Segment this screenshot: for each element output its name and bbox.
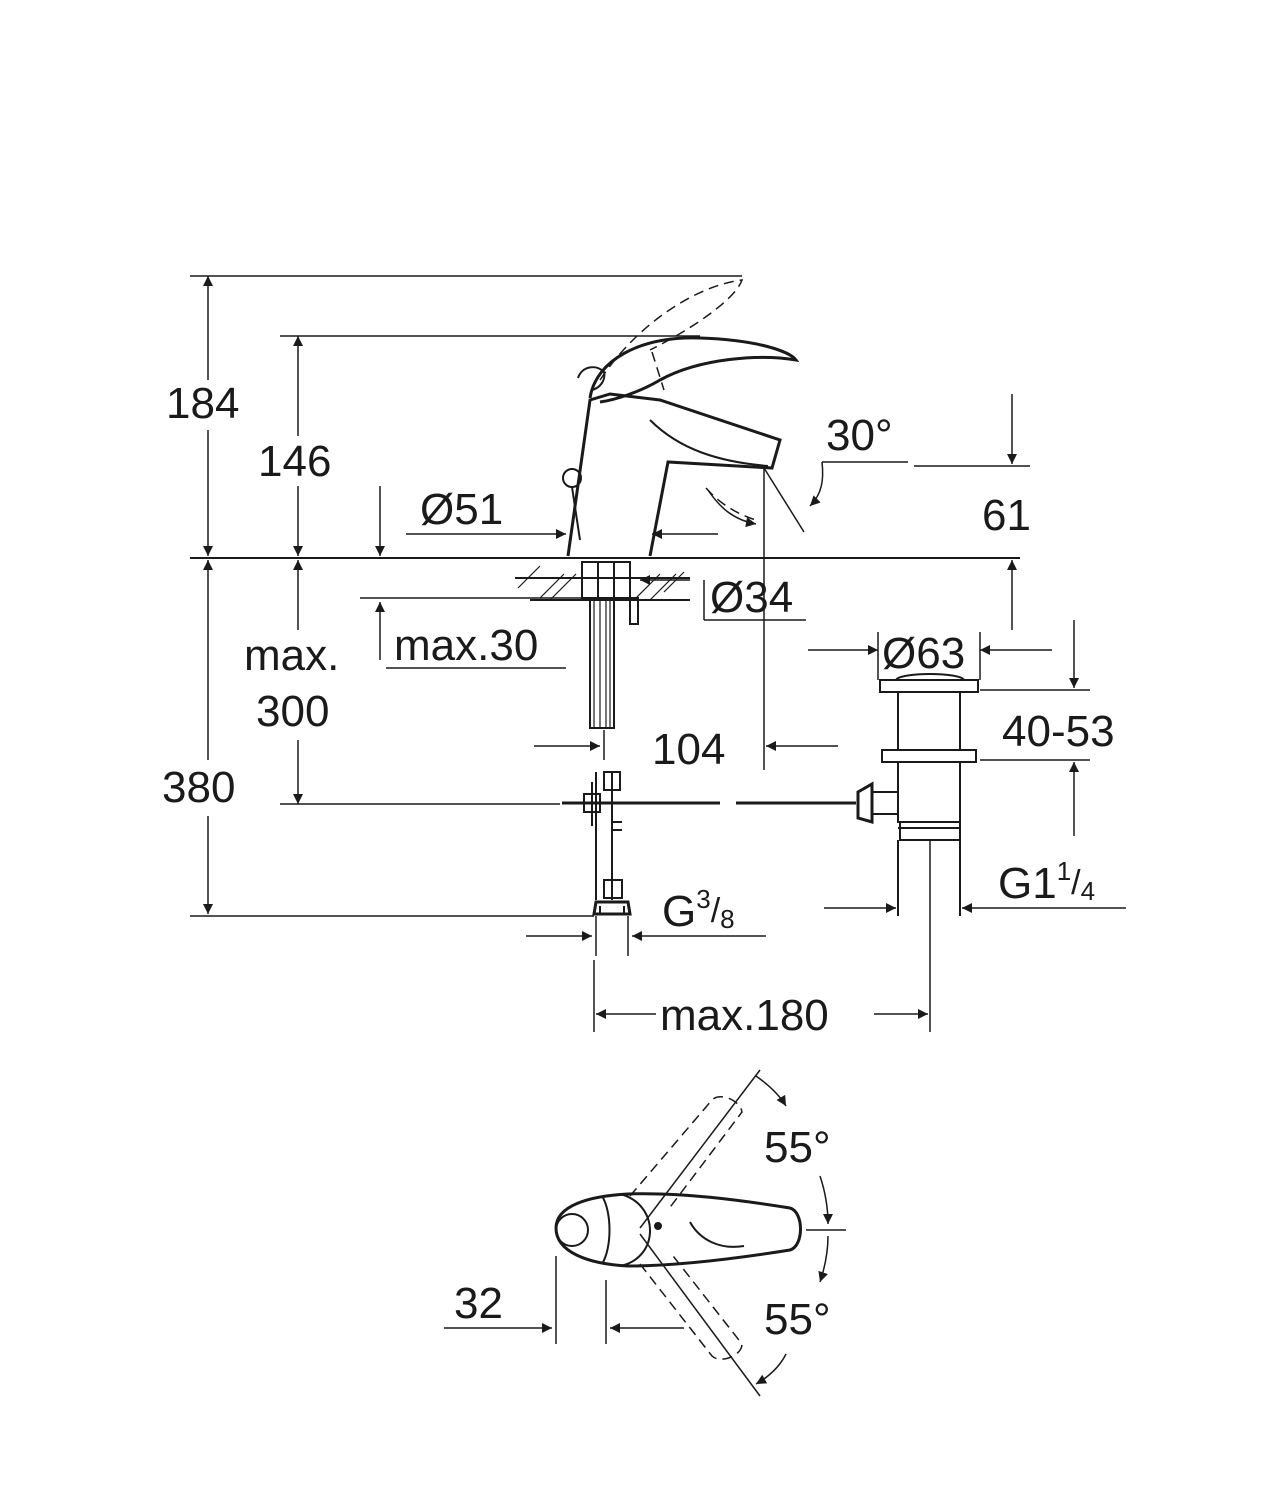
label-61: 61 [982,491,1031,540]
label-g-1-1-4: G11/4 [998,856,1095,908]
supply-hose [562,771,856,916]
label-max-300-prefix: max. [244,631,339,680]
label-146: 146 [258,437,331,486]
dimension-labels: 184 146 Ø51 30° 61 Ø34 max.30 max. 300 Ø… [162,379,1115,1344]
label-diameter-51: Ø51 [420,485,503,534]
deck-hatch [515,565,690,601]
faucet-top-view [444,1069,846,1397]
label-diameter-34: Ø34 [710,573,793,622]
label-380: 380 [162,763,235,812]
label-104: 104 [652,725,725,774]
label-max-30: max.30 [394,621,538,670]
dimension-lines [190,275,1126,1032]
faucet-side-view [562,279,800,557]
mounting-shank [581,561,639,729]
label-max-300-value: 300 [256,687,329,736]
label-diameter-63: Ø63 [882,629,965,678]
label-32: 32 [454,1279,503,1328]
label-angle-55-down: 55° [764,1295,831,1344]
label-angle-30: 30° [826,411,893,460]
waste-assembly [856,673,979,916]
label-g-3-8: G3/8 [662,884,735,936]
label-max-180: max.180 [660,991,829,1040]
label-40-53: 40-53 [1002,707,1115,756]
label-angle-55-up: 55° [764,1123,831,1172]
label-184: 184 [166,379,239,428]
